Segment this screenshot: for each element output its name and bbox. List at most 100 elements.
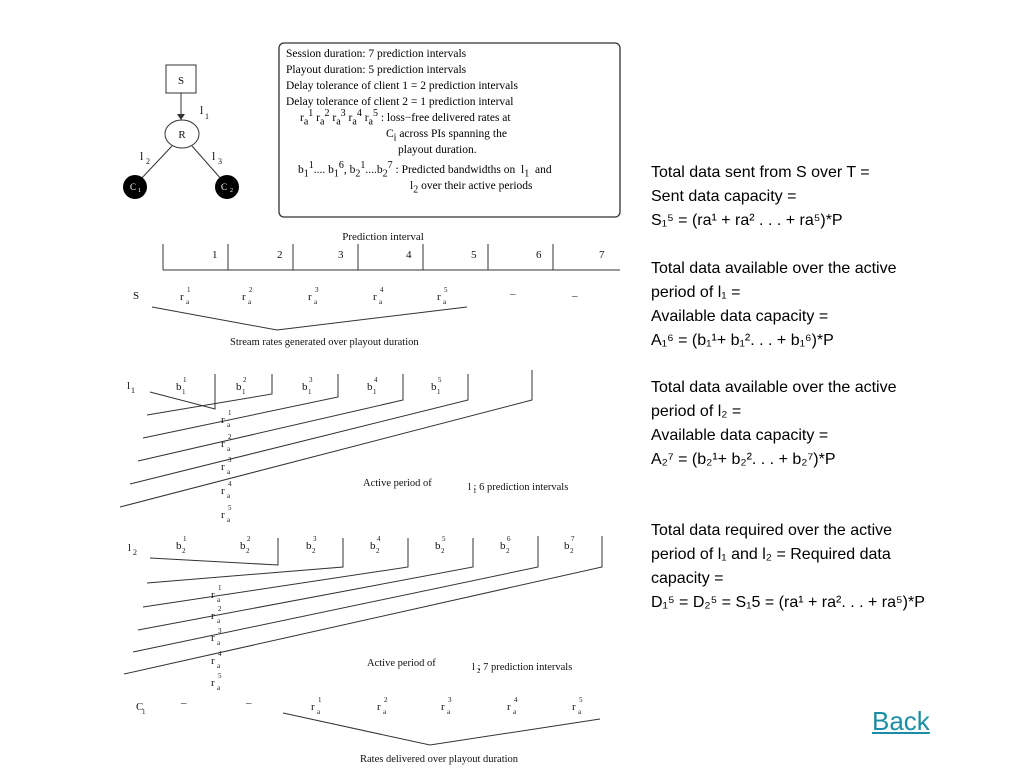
legend-session: Session duration: 7 prediction intervals <box>286 48 467 60</box>
active2-sub: 2 <box>477 667 481 675</box>
legend-rates-line: ra1 ra2 ra3 ra4 ra5 : loss−free delivere… <box>286 109 616 127</box>
row-c1-sub: 1 <box>142 708 146 716</box>
bw-l2-1: b <box>176 540 182 552</box>
bw-l2-4-sub: 2 <box>376 547 380 555</box>
bw-l2-3-sub: 2 <box>312 547 316 555</box>
bw-l2-5: b <box>435 540 441 552</box>
legend-bw-l1: l1 <box>518 164 530 180</box>
row-c1-label: C <box>136 701 143 713</box>
client1-label: C <box>130 182 136 192</box>
active1-sub: 1 <box>473 487 477 495</box>
bw-l1-3-sub: 1 <box>308 388 312 396</box>
pi-number-1: 1 <box>212 249 218 261</box>
bw-l2-7-sup: 7 <box>571 535 575 543</box>
active2-value: l : 7 prediction intervals <box>472 662 572 673</box>
stream-caption: Stream rates generated over playout dura… <box>230 337 419 348</box>
rate-l1-4-sup: 4 <box>228 480 232 488</box>
pi-axis <box>162 244 620 271</box>
legend-bw-l2: l2 <box>410 180 419 196</box>
link-l3 <box>191 145 223 181</box>
rate-s-4: r <box>373 291 377 303</box>
note-av1-line2: period of l₁ = <box>651 284 741 301</box>
legend-text: Session duration: 7 prediction intervals… <box>286 46 616 196</box>
rate-s-5-sub: a <box>443 298 447 306</box>
back-link[interactable]: Back <box>872 706 930 736</box>
bw-l1-2-sub: 1 <box>242 388 246 396</box>
row-l2-label: l <box>128 542 131 554</box>
bw-l2-6-sub: 2 <box>506 547 510 555</box>
rate-s-3: r <box>308 291 312 303</box>
legend-tolerance-1: Delay tolerance of client 1 = 2 predicti… <box>286 80 518 92</box>
rate-c1-2-sup: 2 <box>384 696 388 704</box>
pi-number-5: 5 <box>471 249 477 261</box>
rate-l1-5-sup: 5 <box>228 504 232 512</box>
rate-l2-4: r <box>211 655 215 667</box>
note-av2-line1: Total data available over the active <box>651 379 897 396</box>
note-sent-line2: Sent data capacity = <box>651 188 797 205</box>
legend-bw-and: and <box>534 164 552 176</box>
rate-l1-3-sup: 3 <box>228 456 232 464</box>
rate-l1-5: r <box>221 509 225 521</box>
rate-l2-5: r <box>211 677 215 689</box>
legend-tolerance-2: Delay tolerance of client 2 = 1 predicti… <box>286 96 514 108</box>
l2-brackets <box>123 536 603 675</box>
pi-title: Prediction interval <box>342 231 424 243</box>
note-av1-formula: A₁⁶ = (b₁¹+ b₁². . . + b₁⁶)*P <box>651 332 834 349</box>
bw-l1-1: b <box>176 381 182 393</box>
rate-s-1: r <box>180 291 184 303</box>
bw-l1-4-sub: 1 <box>373 388 377 396</box>
rate-l1-1-sub: a <box>227 421 231 429</box>
bw-l1-1-sub: 1 <box>182 388 186 396</box>
rate-c1-1-sub: a <box>317 708 321 716</box>
bw-l1-2: b <box>236 381 242 393</box>
legend-bw-suffix: : Predicted bandwidths on <box>395 164 516 176</box>
legend-bw-over: over their active periods <box>421 180 533 192</box>
bw-l2-4-sup: 4 <box>377 535 381 543</box>
rate-s-1-sub: a <box>186 298 190 306</box>
rate-s-1-sup: 1 <box>187 286 191 294</box>
client2-node <box>215 175 239 199</box>
rate-c1-4-sub: a <box>513 708 517 716</box>
rate-l2-3-sup: 3 <box>218 627 222 635</box>
rate-s-2-sup: 2 <box>249 286 253 294</box>
router-node <box>164 119 200 149</box>
rate-c1-1-sup: 1 <box>318 696 322 704</box>
rate-l2-1-sub: a <box>217 596 221 604</box>
rate-c1-4-sup: 4 <box>514 696 518 704</box>
legend-rates-across: across PIs spanning the <box>399 128 507 140</box>
link-l1-label: l <box>200 103 204 117</box>
rate-s-3-sub: a <box>314 298 318 306</box>
rate-c1-1: r <box>311 701 315 713</box>
rate-l2-5-sup: 5 <box>218 672 222 680</box>
diagram-canvas: S l 1 R l 2 l 3 C 1 C 2 Prediction inter… <box>119 42 621 765</box>
rate-c1-3: r <box>441 701 445 713</box>
rate-l2-1-sup: 1 <box>218 584 222 592</box>
rate-l1-2: r <box>221 438 225 450</box>
rate-l2-1: r <box>211 589 215 601</box>
note-available-l2: Total data available over the active per… <box>651 376 991 472</box>
bw-l2-7: b <box>564 540 570 552</box>
bw-l2-1-sup: 1 <box>183 535 187 543</box>
row-l1-sub: 1 <box>131 386 135 395</box>
client2-label: C <box>221 182 227 192</box>
rate-s-4-sub: a <box>379 298 383 306</box>
note-req-line3: capacity = <box>651 570 724 587</box>
note-sent-formula: S₁⁵ = (ra¹ + ra² . . . + ra⁵)*P <box>651 212 843 229</box>
rate-l1-3: r <box>221 461 225 473</box>
rate-l2-4-sub: a <box>217 662 221 670</box>
bw-l2-2-sub: 2 <box>246 547 250 555</box>
link-l1-sub: 1 <box>205 112 209 121</box>
legend-rates-line2: Ci across PIs spanning the <box>286 126 616 143</box>
rate-l2-2-sup: 2 <box>218 605 222 613</box>
rate-l1-1-sup: 1 <box>228 409 232 417</box>
legend-bw-line: b11.... b16, b21....b27 : Predicted band… <box>286 161 616 180</box>
active1-value: l : 6 prediction intervals <box>468 482 568 493</box>
rate-c1-5-sub: a <box>578 708 582 716</box>
bw-l1-3: b <box>302 381 308 393</box>
s-dash-7: – <box>571 290 578 302</box>
bw-l2-2-sup: 2 <box>247 535 251 543</box>
row-s-label: S <box>133 290 139 302</box>
